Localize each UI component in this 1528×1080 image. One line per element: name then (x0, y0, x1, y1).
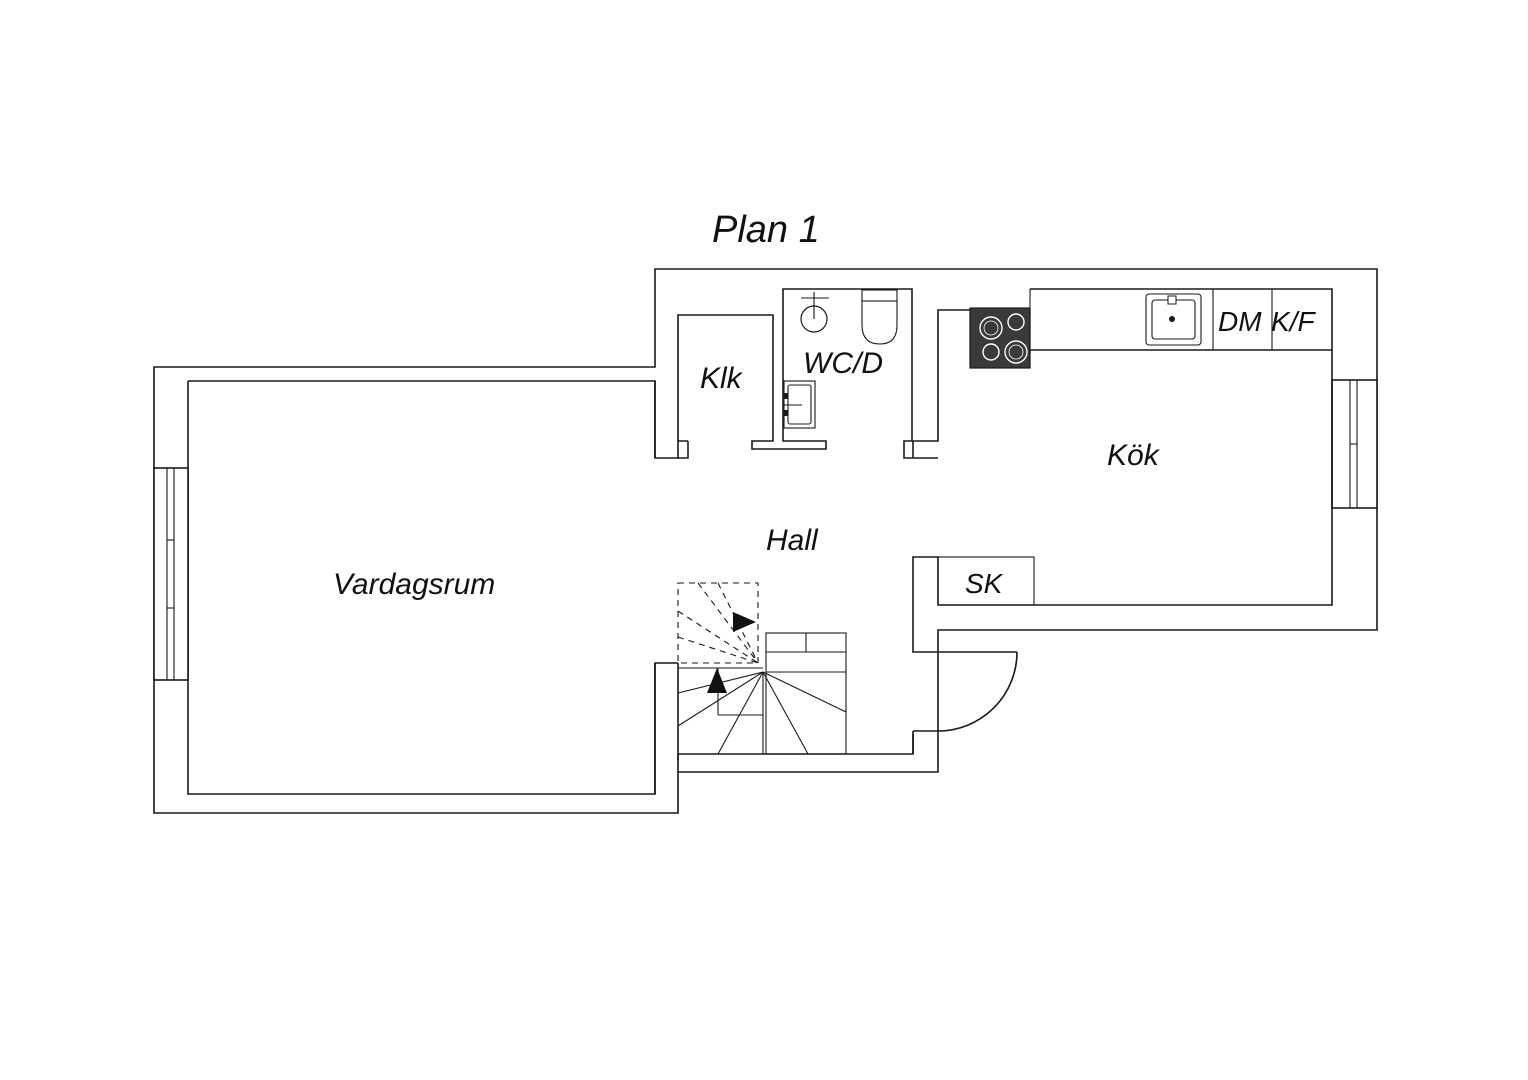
klk-walls (677, 288, 913, 459)
vardagsrum-walls (654, 663, 679, 794)
outer-walls (153, 268, 1378, 814)
room-label-kok: Kök (1107, 439, 1161, 472)
fixture-label-kf: K/F (1271, 306, 1316, 337)
toilet-icon (861, 289, 898, 345)
room-label-vardagsrum: Vardagsrum (333, 568, 495, 601)
stove-icon (969, 307, 1031, 369)
fixture-label-sk: SK (965, 568, 1004, 599)
shower-icon (800, 292, 829, 333)
window-left (153, 467, 189, 681)
window-right (1331, 379, 1378, 509)
room-label-wc: WC/D (803, 347, 883, 380)
room-label-klk: Klk (700, 362, 744, 395)
door-swing-icon (912, 651, 1018, 754)
sk-cabinet (937, 556, 1035, 606)
room-label-hall: Hall (766, 524, 819, 557)
plan-title: Plan 1 (712, 209, 820, 251)
kitchen-counter (1029, 288, 1333, 368)
kitchen-sink-icon (1145, 293, 1202, 346)
fixture-label-dm: DM (1218, 306, 1262, 337)
washbasin-icon (783, 380, 816, 429)
staircase-icon (677, 582, 847, 755)
